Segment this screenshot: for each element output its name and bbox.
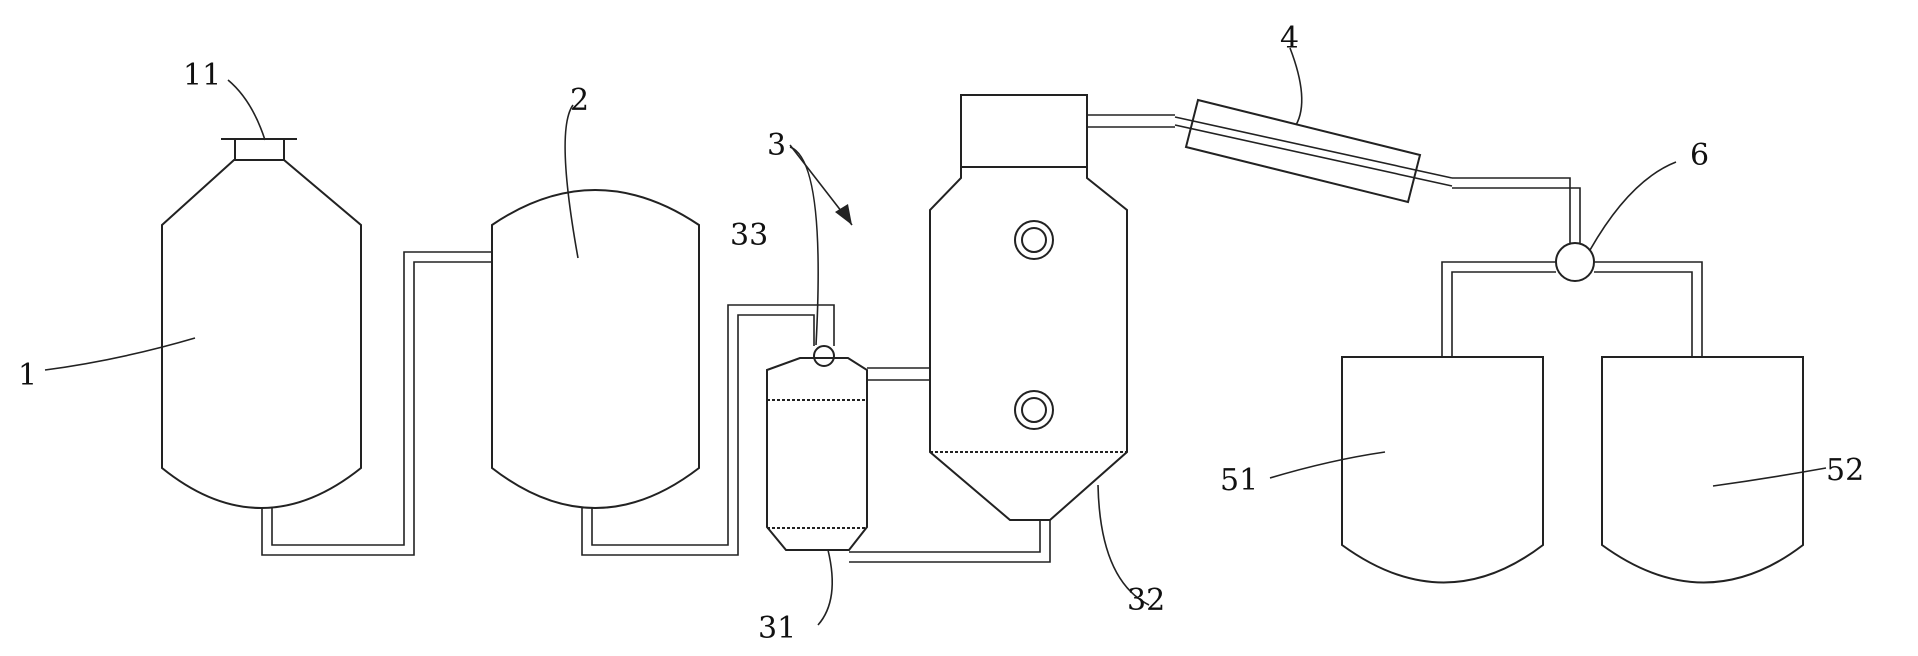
pipe-valve6-to-tank51 <box>1441 261 1556 357</box>
label-2: 2 <box>570 83 589 118</box>
column-32 <box>929 94 1128 521</box>
pipe-condenser-to-valve6 <box>1452 177 1581 243</box>
pipe-column32-to-condenser <box>1087 114 1175 128</box>
label-3: 3 <box>767 128 786 163</box>
label-6: 6 <box>1690 138 1709 173</box>
condenser-4 <box>1174 98 1453 204</box>
label-11: 11 <box>183 58 221 93</box>
pipe-unit31-to-column32-top <box>867 367 930 381</box>
pipe-unit31-to-column32-bottom <box>849 520 1051 563</box>
label-52: 52 <box>1826 453 1864 488</box>
pipe-tank1-to-tank2 <box>261 251 492 556</box>
valve-33 <box>813 345 835 367</box>
label-51: 51 <box>1220 463 1258 498</box>
label-33: 33 <box>730 218 768 253</box>
tank-1 <box>161 159 362 509</box>
system-3-arrow <box>835 204 852 225</box>
sight-glass-upper <box>1014 220 1054 260</box>
pipe-tank2-to-valve33 <box>581 304 835 556</box>
small-unit-31 <box>766 357 868 551</box>
sight-glass-lower <box>1014 390 1054 430</box>
pipe-valve6-to-tank52 <box>1594 261 1703 357</box>
top-fitting-11 <box>221 138 297 160</box>
tank-2 <box>491 189 700 509</box>
tank-51 <box>1341 356 1544 584</box>
tank-52 <box>1601 356 1804 584</box>
leader-lines <box>44 47 1827 626</box>
valve-6 <box>1555 242 1595 282</box>
label-4: 4 <box>1280 21 1299 56</box>
label-1: 1 <box>18 358 37 393</box>
label-31: 31 <box>758 611 796 646</box>
label-32: 32 <box>1127 583 1165 618</box>
